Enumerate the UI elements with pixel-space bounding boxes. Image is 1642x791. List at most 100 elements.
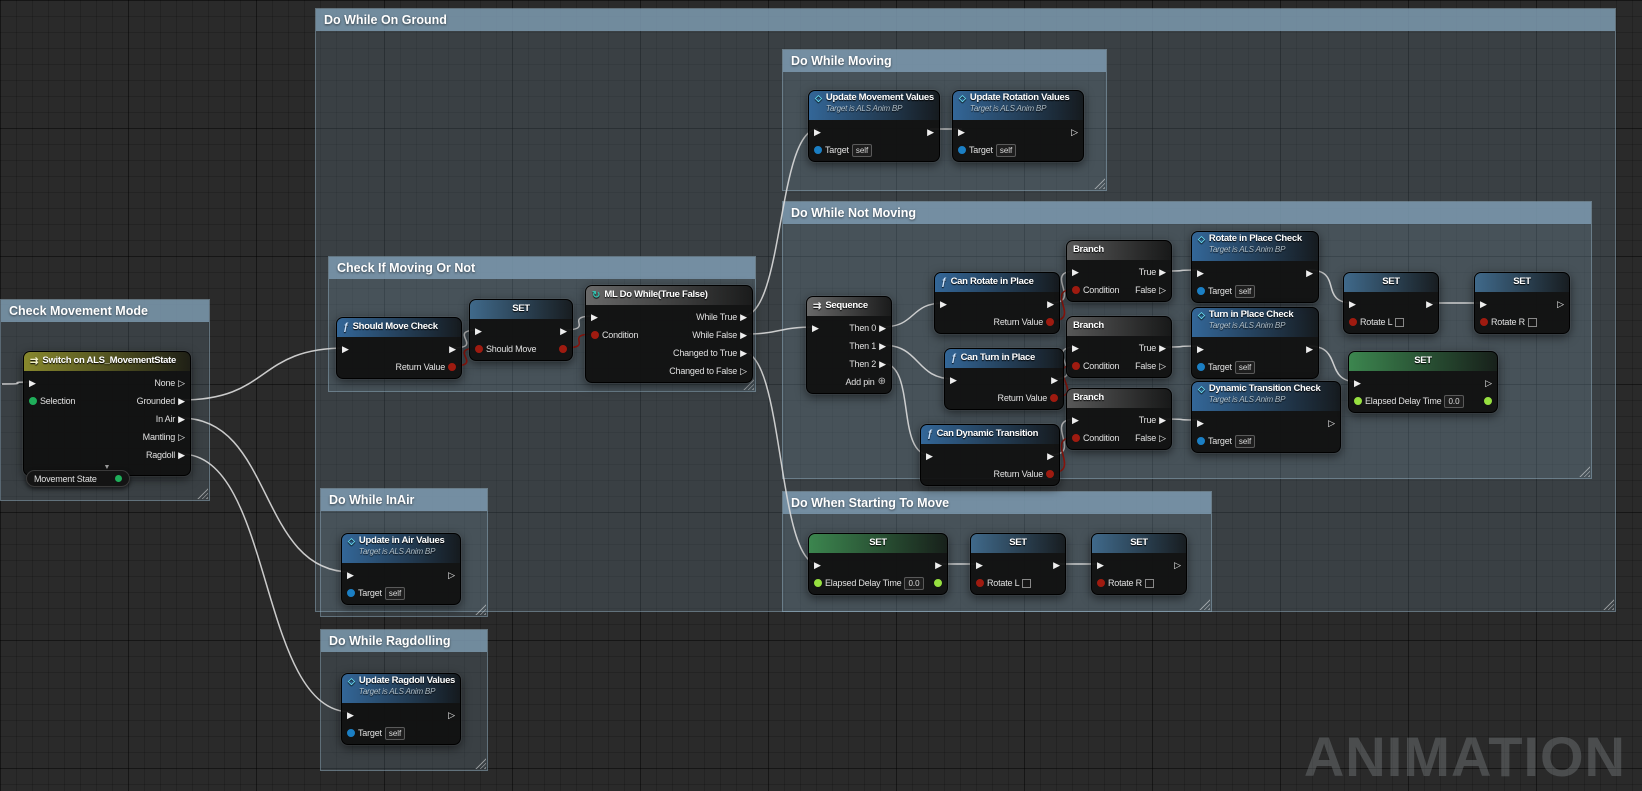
data-pin[interactable] xyxy=(448,363,456,371)
value-editor[interactable]: self xyxy=(1234,360,1256,374)
advanced-toggle-icon[interactable]: ▼ xyxy=(103,464,111,471)
data-pin[interactable] xyxy=(115,475,122,482)
comment-title[interactable]: Do While Ragdolling xyxy=(321,630,487,652)
value-editor[interactable]: self xyxy=(995,143,1017,157)
node-sequence[interactable]: ⇉Sequence▶Then 0▶Then 1▶Then 2▶Add pin⊕ xyxy=(806,296,892,394)
data-pin[interactable] xyxy=(958,146,966,154)
value-editor[interactable]: self xyxy=(1234,434,1256,448)
node-set-rotate-r-top[interactable]: SET▶▷Rotate R xyxy=(1474,272,1570,334)
data-pin[interactable] xyxy=(591,331,599,339)
exec-out-pin[interactable]: ▶ xyxy=(879,358,886,369)
checkbox[interactable] xyxy=(1022,578,1032,588)
exec-in-pin[interactable]: ▶ xyxy=(1197,343,1204,354)
comment-title[interactable]: Do While Moving xyxy=(783,50,1106,72)
exec-out-pin[interactable]: ▶ xyxy=(1306,343,1313,354)
exec-out-pin[interactable]: ▶ xyxy=(740,311,747,322)
data-pin[interactable] xyxy=(1349,318,1357,326)
node-header[interactable]: SET xyxy=(1092,534,1186,553)
exec-out-pin[interactable]: ▶ xyxy=(879,322,886,333)
exec-out-pin[interactable]: ▶ xyxy=(1159,266,1166,277)
data-pin[interactable] xyxy=(814,146,822,154)
exec-in-pin[interactable]: ▶ xyxy=(926,450,933,461)
node-header[interactable]: Branch xyxy=(1067,241,1171,260)
node-header[interactable]: ⇉Switch on ALS_MovementState xyxy=(24,352,190,371)
exec-in-pin[interactable]: ▶ xyxy=(1197,267,1204,278)
exec-out-pin[interactable]: ▶ xyxy=(927,126,934,137)
exec-in-pin[interactable]: ▶ xyxy=(1072,414,1079,425)
node-header[interactable]: SET xyxy=(971,534,1065,553)
exec-out-pin[interactable]: ▷ xyxy=(1485,377,1492,388)
data-pin[interactable] xyxy=(347,729,355,737)
exec-out-pin[interactable]: ▶ xyxy=(1159,414,1166,425)
comment-title[interactable]: Do While InAir xyxy=(321,489,487,511)
exec-out-pin[interactable]: ▶ xyxy=(935,559,942,570)
exec-out-pin[interactable]: ▷ xyxy=(1557,298,1564,309)
add-pin[interactable]: Add pin⊕ xyxy=(845,377,886,388)
exec-out-pin[interactable]: ▶ xyxy=(1053,559,1060,570)
node-header[interactable]: SET xyxy=(1349,352,1497,371)
exec-in-pin[interactable]: ▶ xyxy=(958,126,965,137)
data-pin[interactable] xyxy=(347,589,355,597)
checkbox[interactable] xyxy=(1144,578,1154,588)
data-pin[interactable] xyxy=(1480,318,1488,326)
exec-out-pin[interactable]: ▷ xyxy=(448,709,455,720)
exec-in-pin[interactable]: ▶ xyxy=(1072,342,1079,353)
node-set-should-move[interactable]: SET▶▶Should Move xyxy=(469,299,573,361)
exec-in-pin[interactable]: ▶ xyxy=(1197,417,1204,428)
data-pin[interactable] xyxy=(29,397,37,405)
node-header[interactable]: Branch xyxy=(1067,389,1171,408)
data-pin[interactable] xyxy=(1050,394,1058,402)
comment-do-while-not-moving[interactable]: Do While Not Moving xyxy=(782,201,1592,479)
exec-out-pin[interactable]: ▶ xyxy=(449,343,456,354)
exec-out-pin[interactable]: ▶ xyxy=(740,347,747,358)
node-header[interactable]: SET xyxy=(1344,273,1438,292)
exec-in-pin[interactable]: ▶ xyxy=(1349,298,1356,309)
exec-out-pin[interactable]: ▶ xyxy=(1306,267,1313,278)
data-pin[interactable] xyxy=(559,345,567,353)
exec-out-pin[interactable]: ▷ xyxy=(1328,417,1335,428)
exec-in-pin[interactable]: ▶ xyxy=(950,374,957,385)
node-ml-do-while[interactable]: ↻ML Do While(True False)▶While True▶Cond… xyxy=(585,285,753,383)
exec-out-pin[interactable]: ▷ xyxy=(1159,432,1166,443)
exec-out-pin[interactable]: ▷ xyxy=(448,569,455,580)
node-set-rotate-r-bottom[interactable]: SET▶▷Rotate R xyxy=(1091,533,1187,595)
exec-in-pin[interactable]: ▶ xyxy=(812,322,819,333)
exec-out-pin[interactable]: ▷ xyxy=(1071,126,1078,137)
exec-in-pin[interactable]: ▶ xyxy=(814,559,821,570)
exec-out-pin[interactable]: ▷ xyxy=(1159,360,1166,371)
exec-out-pin[interactable]: ▶ xyxy=(879,340,886,351)
variable-pill-movement-state-var[interactable]: Movement State xyxy=(26,470,130,487)
exec-out-pin[interactable]: ▷ xyxy=(1159,284,1166,295)
exec-in-pin[interactable]: ▶ xyxy=(976,559,983,570)
data-pin[interactable] xyxy=(1072,362,1080,370)
data-pin[interactable] xyxy=(475,345,483,353)
data-pin[interactable] xyxy=(1046,470,1054,478)
node-switch-on-als-movementstate[interactable]: ⇉Switch on ALS_MovementState▶None▷Select… xyxy=(23,351,191,476)
value-editor[interactable]: 0.0 xyxy=(1444,394,1464,408)
checkbox[interactable] xyxy=(1527,317,1537,327)
data-pin[interactable] xyxy=(976,579,984,587)
comment-title[interactable]: Do While Not Moving xyxy=(783,202,1591,224)
exec-out-pin[interactable]: ▶ xyxy=(178,395,185,406)
exec-in-pin[interactable]: ▶ xyxy=(1072,266,1079,277)
exec-in-pin[interactable]: ▶ xyxy=(940,298,947,309)
